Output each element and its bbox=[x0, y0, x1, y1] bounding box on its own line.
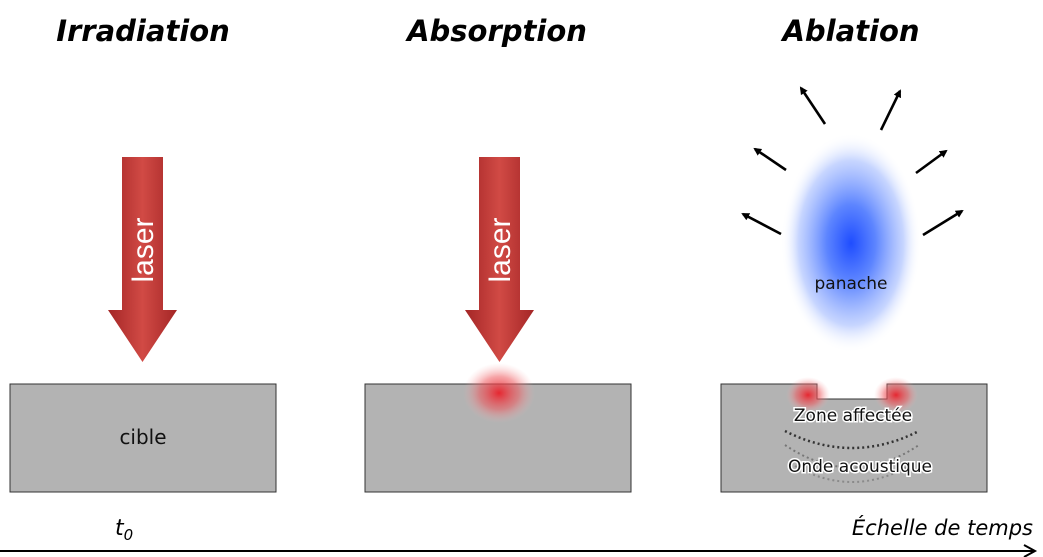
ejection-arrow-mid-right bbox=[915, 149, 948, 175]
ejection-arrow-low-left bbox=[741, 212, 782, 236]
heat-spot-right bbox=[874, 377, 918, 413]
affected-zone-arc bbox=[784, 429, 920, 450]
acoustic-wave-arc-2 bbox=[794, 465, 910, 483]
target-label: cible bbox=[119, 425, 166, 449]
ejection-arrow-up-left bbox=[799, 86, 827, 125]
plume bbox=[781, 133, 921, 353]
acoustic-wave-label: Onde acoustique bbox=[788, 457, 932, 477]
ejection-arrow-mid-left bbox=[753, 147, 787, 172]
ejection-arrow-low-right bbox=[922, 209, 964, 237]
acoustic-wave-arc-1 bbox=[784, 444, 920, 469]
stage-title-absorption: Absorption bbox=[405, 14, 587, 48]
plume-label: panache bbox=[815, 274, 888, 294]
stage-title-irradiation: Irradiation bbox=[56, 14, 230, 48]
laser-arrow-2: laser bbox=[465, 157, 534, 362]
laser-label-2: laser bbox=[484, 217, 517, 282]
affected-zone-label: Zone affectée bbox=[794, 406, 912, 426]
laser-arrow-1: laser bbox=[108, 157, 177, 362]
stage-title-ablation: Ablation bbox=[780, 14, 919, 48]
time-scale-label: Échelle de temps bbox=[852, 515, 1033, 540]
ejection-arrows bbox=[741, 86, 964, 237]
t0-label: t0 bbox=[115, 516, 133, 544]
time-axis bbox=[0, 544, 1038, 557]
heat-spot-absorption bbox=[463, 363, 535, 423]
target-block-1 bbox=[9, 383, 277, 493]
laser-label-1: laser bbox=[127, 217, 160, 282]
heat-spot-left bbox=[786, 377, 830, 413]
ejection-arrow-up-right bbox=[879, 89, 902, 131]
